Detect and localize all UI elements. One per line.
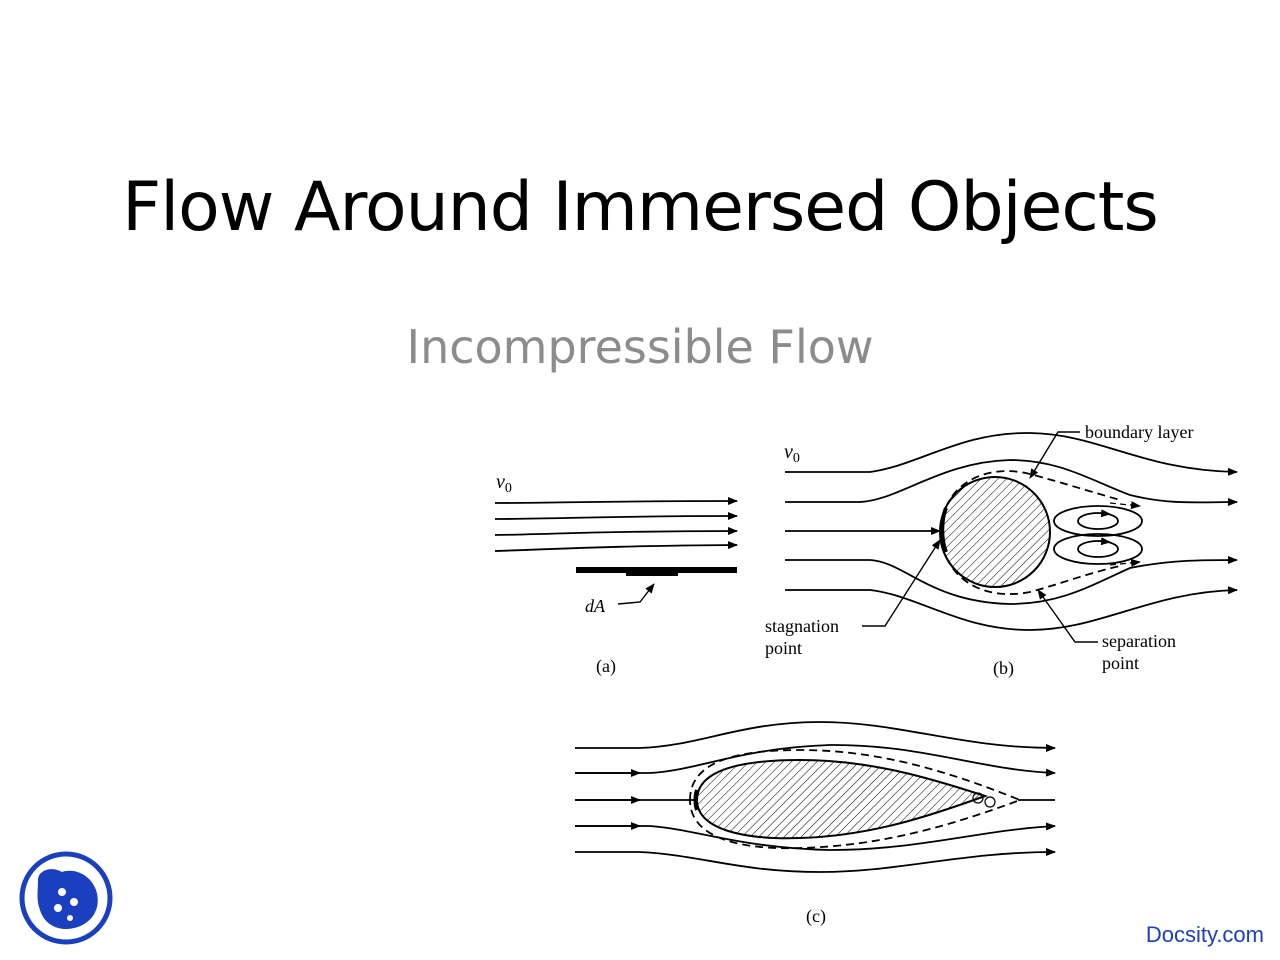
velocity-label-b: v0: [784, 441, 800, 466]
caption-a: (a): [596, 656, 616, 677]
boundary-layer-pointer: [1029, 431, 1080, 479]
panel-a: [494, 497, 738, 605]
docsity-logo-icon: [19, 851, 113, 945]
caption-b: (b): [993, 658, 1014, 679]
streamline: [785, 459, 1238, 507]
area-pointer: [617, 583, 655, 605]
boundary-layer: [689, 749, 1023, 850]
streamline: [575, 822, 1056, 851]
separation-pointer: [1037, 589, 1098, 643]
slide-title: Flow Around Immersed Objects: [122, 168, 1159, 247]
separation-label-line2: point: [1102, 653, 1139, 673]
boundary-layer-label: boundary layer: [1085, 422, 1193, 442]
streamline: [575, 721, 1056, 752]
streamline: [785, 556, 1238, 605]
slide-subtitle: Incompressible Flow: [406, 320, 874, 374]
caption-c: (c): [806, 906, 826, 927]
streamline: [494, 512, 738, 521]
panel-b: [785, 431, 1238, 643]
streamline: [575, 848, 1056, 873]
streamline: [575, 744, 1056, 777]
stagnation-pointer: [862, 539, 941, 627]
stagnation-label-line2: point: [765, 638, 802, 658]
cylinder: [939, 476, 1051, 588]
area-element: [626, 570, 678, 576]
streamline: [785, 586, 1238, 631]
area-label: dA: [585, 596, 606, 616]
panel-c: [575, 721, 1056, 873]
wake-eddy: [1053, 505, 1143, 537]
streamline: [494, 527, 738, 536]
streamline: [785, 432, 1238, 476]
velocity-label-a: v0: [496, 471, 512, 496]
docsity-watermark[interactable]: Docsity.com: [1145, 922, 1264, 947]
airfoil: [695, 758, 989, 840]
boundary-layer: [941, 544, 1121, 595]
wake-eddy: [1077, 512, 1119, 530]
wake-eddy: [1053, 533, 1143, 565]
streamline: [494, 541, 738, 552]
wake-eddy: [1077, 540, 1119, 558]
separation-label-line1: separation: [1102, 631, 1176, 651]
streamline: [494, 497, 738, 506]
stagnation-label-line1: stagnation: [765, 616, 839, 636]
